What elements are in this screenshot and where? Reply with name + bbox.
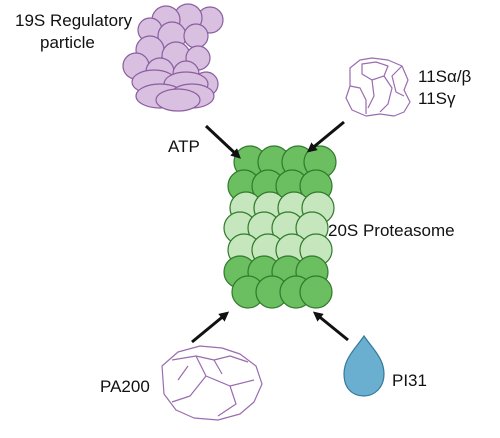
regulatory-particle-shape [122, 3, 224, 112]
regulatory-sphere [183, 23, 209, 49]
proteasome-sphere [299, 275, 333, 309]
pi31-shape [343, 334, 385, 397]
label-atp: ATP [168, 137, 200, 156]
arrow-from-pi31 [312, 311, 349, 342]
label-11s-alpha-beta: 11Sα/β [418, 67, 472, 86]
pa200-shape [161, 345, 263, 421]
label-11s-gamma: 11Sγ [418, 89, 456, 108]
arrow-from-11s [306, 120, 345, 153]
label-pa200: PA200 [100, 377, 150, 396]
label-particle: particle [40, 33, 95, 52]
label-20s-proteasome: 20S Proteasome [328, 221, 455, 240]
arrow-from-19s [204, 124, 241, 159]
regulatory-sphere [155, 88, 201, 112]
11s-activator-shape [345, 57, 411, 117]
arrow-from-pa200 [191, 311, 230, 344]
label-pi31: PI31 [392, 371, 427, 390]
20s-proteasome-shape [223, 145, 337, 309]
label-19s-regulatory: 19S Regulatory [15, 11, 133, 30]
